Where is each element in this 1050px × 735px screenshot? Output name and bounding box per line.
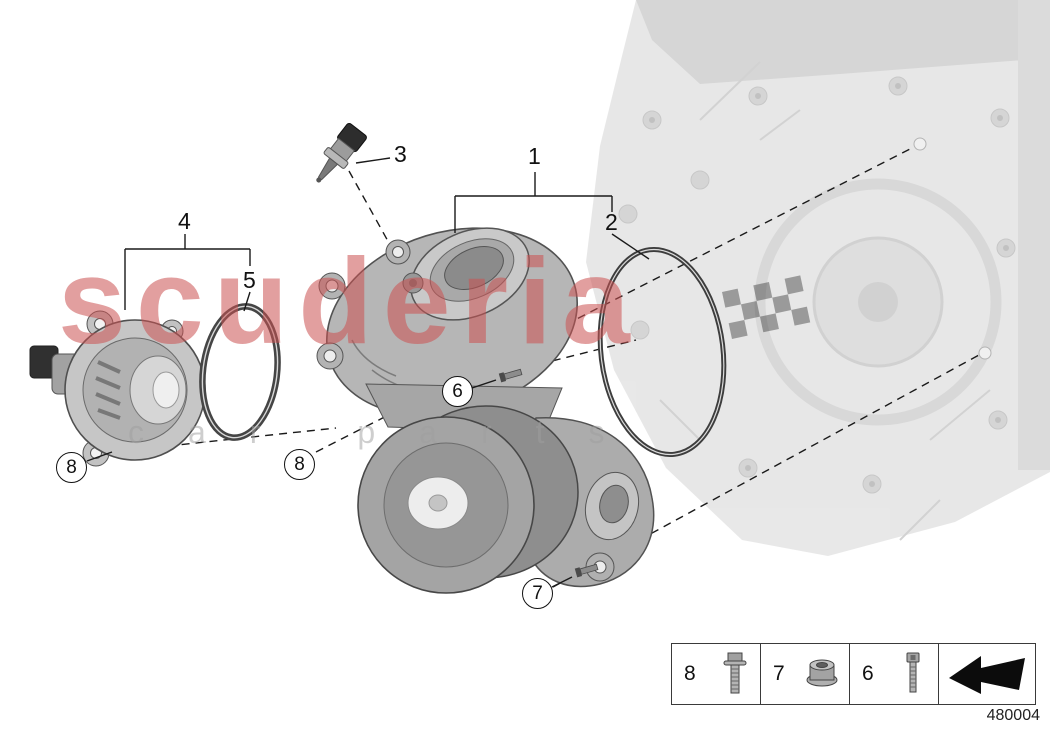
fastener-legend: 8 7 6 <box>671 643 1036 705</box>
flange-nut-icon <box>806 659 838 687</box>
legend-item-6: 6 <box>849 643 939 705</box>
callout-leader-lines <box>86 157 650 588</box>
watermark-flag-icon <box>722 275 811 339</box>
legend-item-7: 7 <box>760 643 850 705</box>
callout-2[interactable]: 2 <box>605 209 618 235</box>
pump-o-ring-part <box>597 246 727 458</box>
flange-screw-icon <box>723 652 747 694</box>
diagram-number: 480004 <box>986 707 1040 724</box>
callout-5[interactable]: 5 <box>243 267 256 293</box>
legend-label-6: 6 <box>862 662 874 685</box>
engine-block-background <box>586 0 1050 556</box>
bolt-7-part <box>574 563 599 578</box>
callout-4[interactable]: 4 <box>178 208 191 234</box>
legend-item-8: 8 <box>671 643 761 705</box>
callout-7-circle[interactable]: 7 <box>522 578 553 609</box>
installation-direction-arrow-icon <box>949 656 1025 694</box>
temperature-sensor-part <box>316 122 367 183</box>
thermostat-o-ring-part <box>199 303 281 441</box>
callout-6-circle[interactable]: 6 <box>442 376 473 407</box>
callout-8-circle-mid[interactable]: 8 <box>284 449 315 480</box>
stud-bolt-6-part <box>498 368 523 383</box>
callout-1[interactable]: 1 <box>528 143 541 169</box>
legend-label-8: 8 <box>684 662 696 685</box>
water-pump-part <box>316 227 655 594</box>
socket-head-bolt-icon <box>906 652 920 693</box>
thermostat-assembly-part <box>29 310 206 467</box>
legend-label-7: 7 <box>773 662 785 685</box>
callout-8-circle-left[interactable]: 8 <box>56 452 87 483</box>
legend-item-arrow <box>938 643 1036 705</box>
callout-3[interactable]: 3 <box>394 141 407 167</box>
